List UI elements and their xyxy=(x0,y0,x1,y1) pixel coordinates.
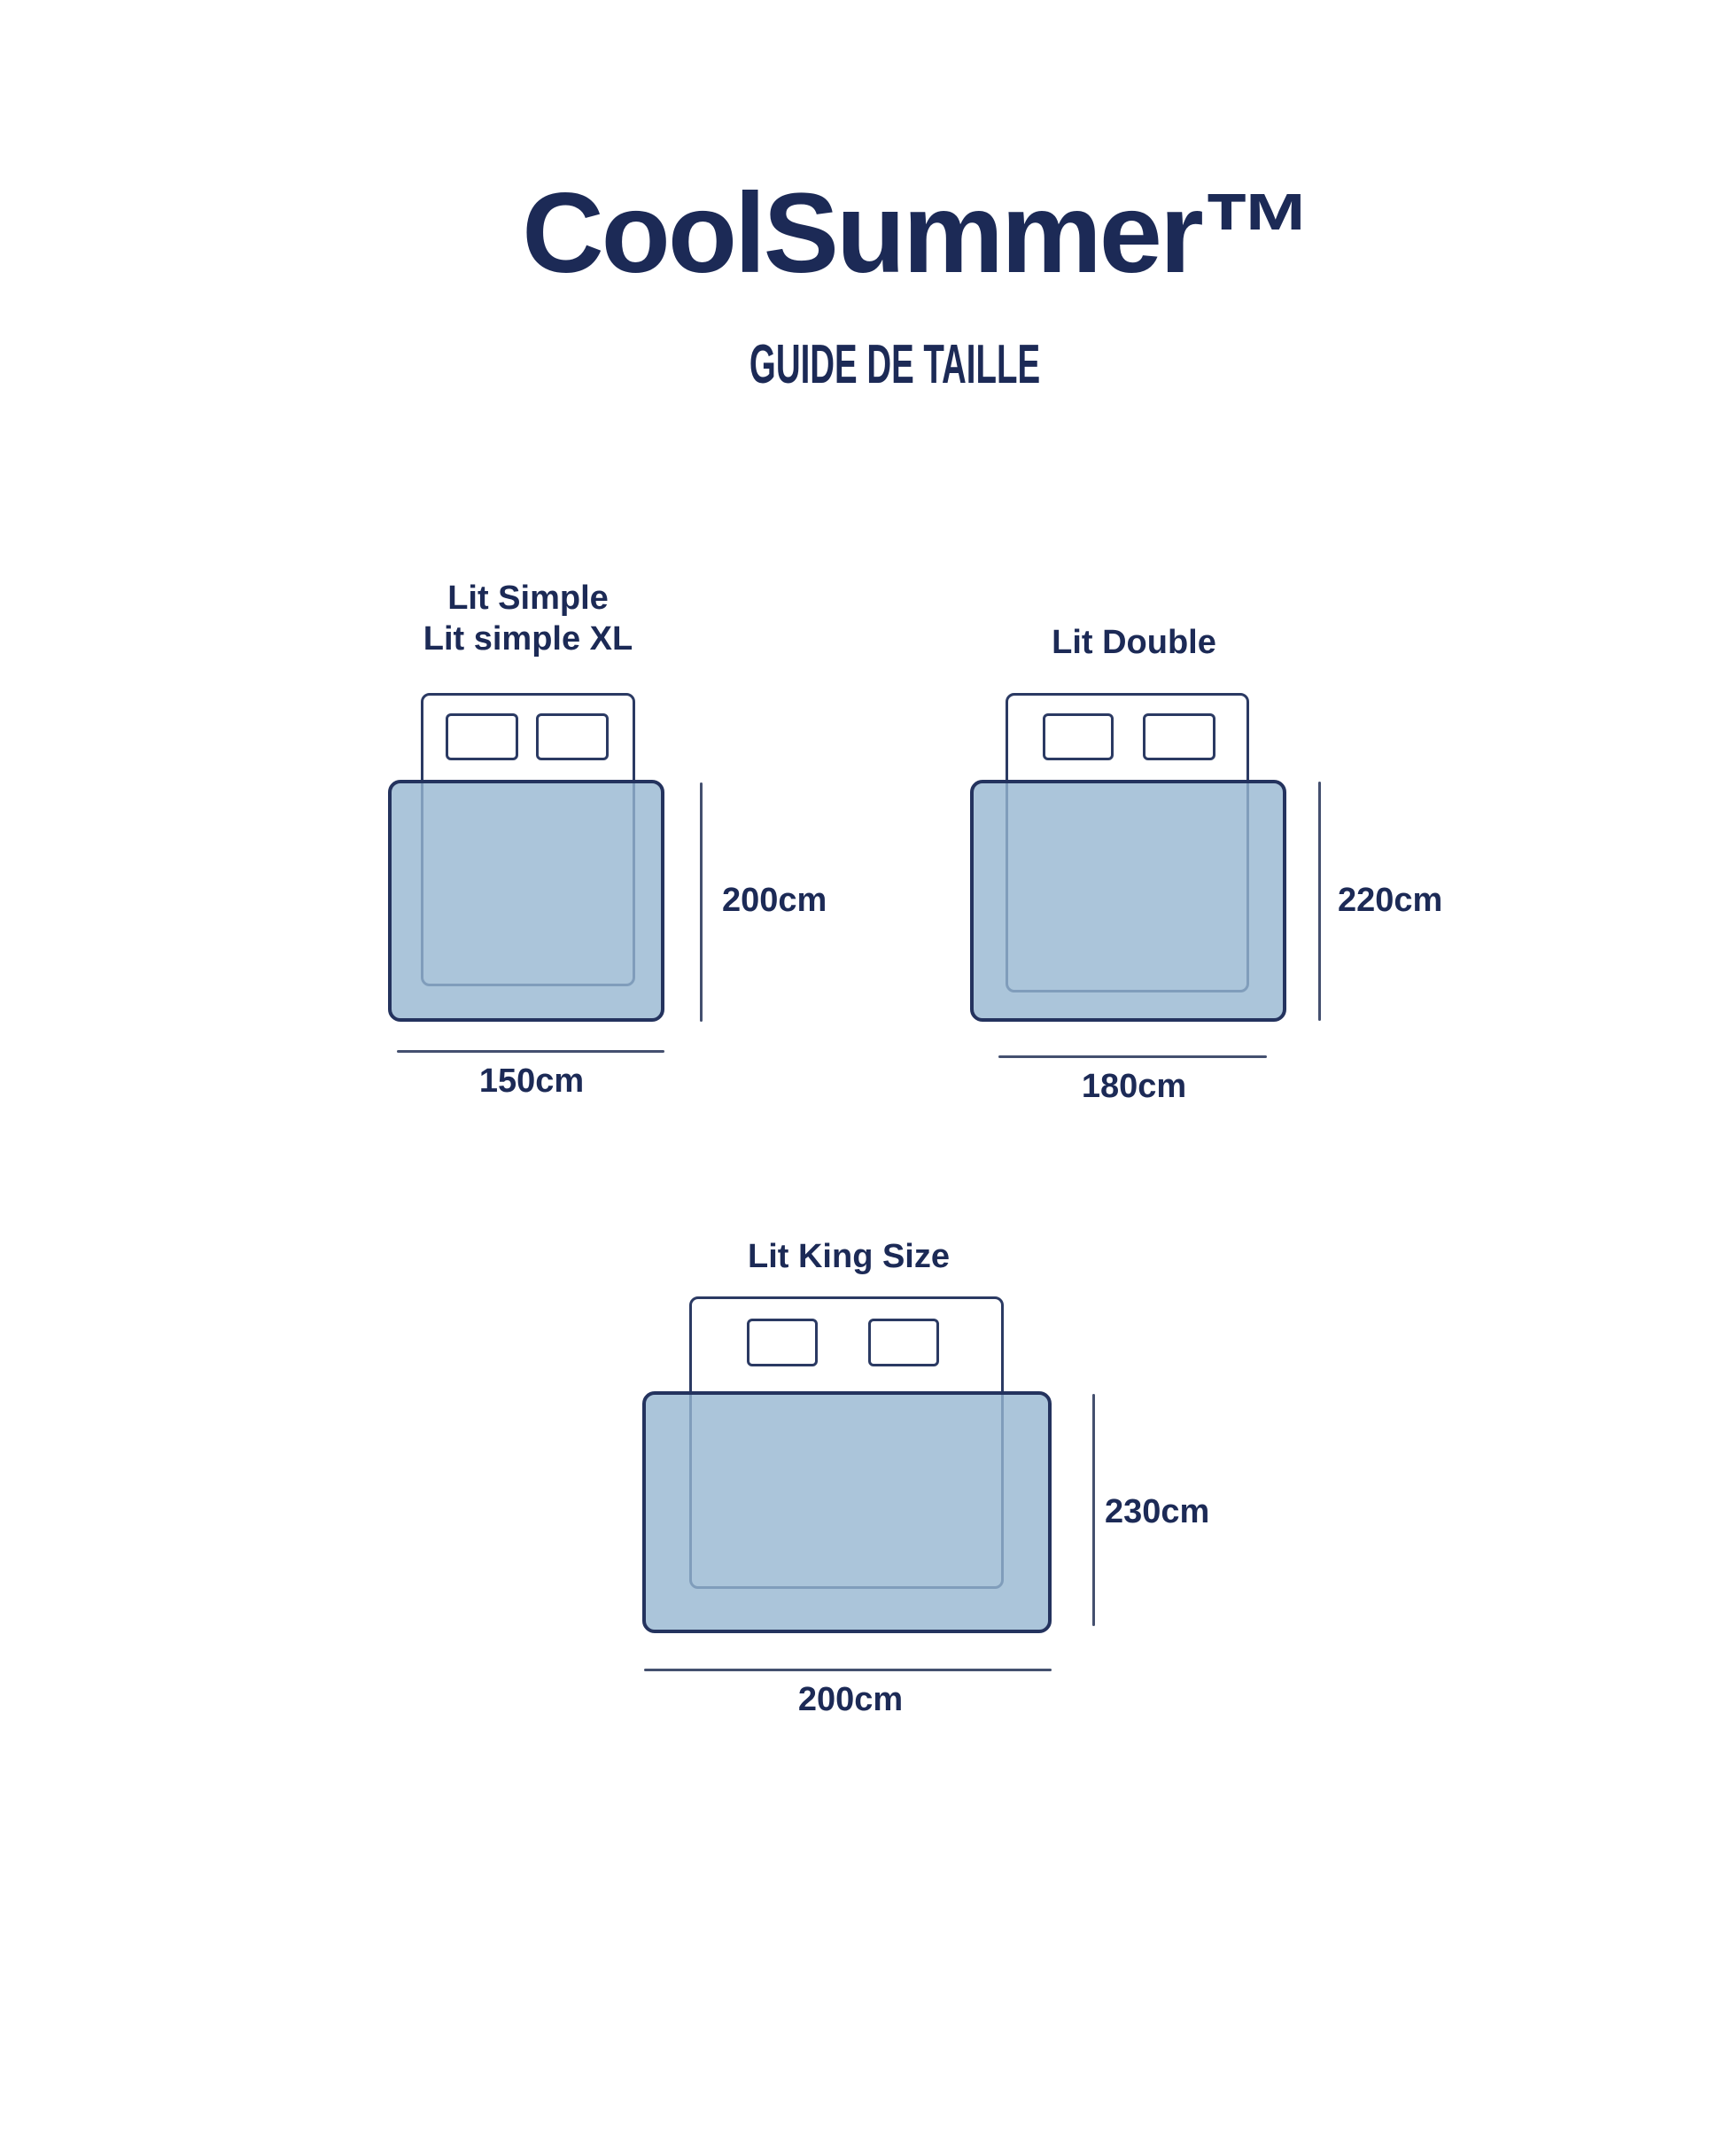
pillow-right-icon xyxy=(536,713,609,760)
duvet-overlay xyxy=(970,780,1286,1022)
height-dimension-label: 230cm xyxy=(1105,1493,1210,1530)
width-dimension-line xyxy=(644,1669,1052,1671)
width-dimension-line xyxy=(998,1055,1267,1058)
bed-size-label: Lit Simple Lit simple XL xyxy=(351,578,705,659)
bed-size-label-line1: Lit Double xyxy=(1052,624,1216,661)
height-dimension-line xyxy=(1318,782,1321,1021)
width-dimension-label: 200cm xyxy=(797,1681,904,1718)
duvet-overlay xyxy=(642,1391,1052,1633)
width-dimension-label: 150cm xyxy=(478,1062,585,1100)
bed-size-label-line2: Lit simple XL xyxy=(423,620,633,658)
pillow-right-icon xyxy=(1143,713,1215,760)
width-dimension-line xyxy=(397,1050,664,1053)
pillow-left-icon xyxy=(747,1319,818,1366)
page-title: CoolSummer™ xyxy=(522,170,1315,297)
height-dimension-line xyxy=(1092,1394,1095,1626)
page-subtitle: GUIDE DE TAILLE xyxy=(749,334,1041,395)
bed-size-label: Lit Double xyxy=(957,622,1311,663)
pillow-left-icon xyxy=(1043,713,1114,760)
width-dimension-label: 180cm xyxy=(1081,1068,1187,1105)
bed-size-label-line1: Lit Simple xyxy=(447,580,609,617)
height-dimension-line xyxy=(700,782,703,1022)
bed-size-label: Lit King Size xyxy=(672,1236,1026,1277)
height-dimension-label: 220cm xyxy=(1338,882,1443,919)
pillow-left-icon xyxy=(446,713,518,760)
height-dimension-label: 200cm xyxy=(722,882,827,919)
duvet-overlay xyxy=(388,780,664,1022)
bed-size-label-line1: Lit King Size xyxy=(748,1238,950,1275)
pillow-right-icon xyxy=(868,1319,939,1366)
